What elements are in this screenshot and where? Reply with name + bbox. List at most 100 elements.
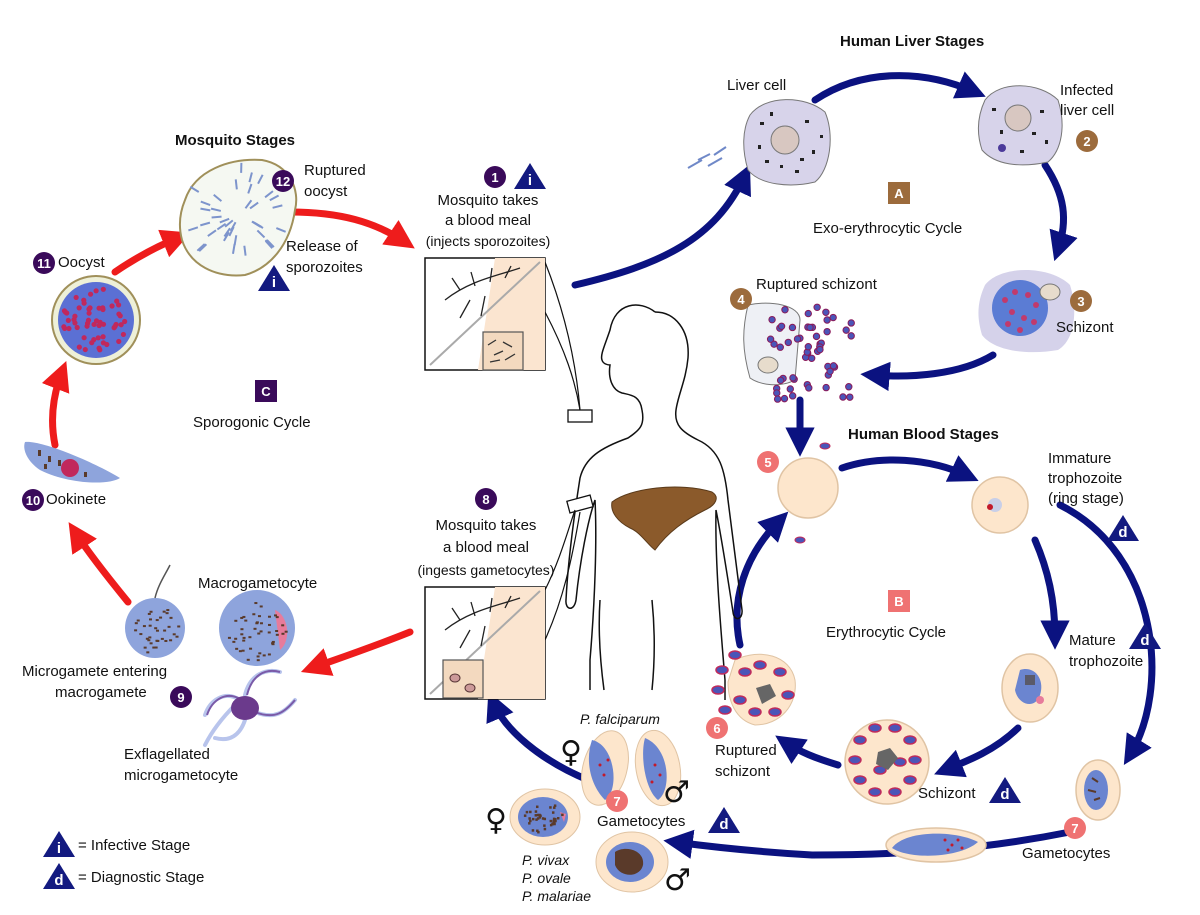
step-3-badge: 3 (1070, 290, 1092, 312)
malariae-label: P. malariae (522, 888, 592, 904)
erythrocytic-schizont (844, 719, 930, 805)
arrow-mosquito-to-liver (571, 164, 751, 289)
vivax-label: P. vivax (522, 852, 570, 868)
mature-trophozoite-line-1: Mature (1069, 632, 1116, 649)
liver-cell-label: Liver cell (727, 77, 787, 94)
step-8-line-3: (ingests gametocytes) (417, 562, 555, 578)
mosquito-inset-1 (424, 257, 546, 371)
oocyst-label: Oocyst (58, 254, 105, 271)
erythrocytic-cycle-label: Erythrocytic Cycle (826, 624, 947, 641)
ring-stage-cell (971, 476, 1029, 534)
diagnostic-marker-mature: d (1128, 622, 1162, 650)
release-sporozoites-line-1: Release of (286, 238, 358, 255)
step-7-badge-right: 7 (1064, 817, 1086, 839)
falciparum-crescent-bottom (885, 827, 987, 863)
arrow-schizont-to-ruptured-schizont (775, 735, 842, 769)
step-1-line-2: a blood meal (445, 212, 531, 229)
exflagellated-microgametocyte (203, 669, 297, 747)
release-sporozoites-line-2: sporozoites (286, 259, 363, 276)
falciparum-gametocytes (581, 729, 682, 807)
step-8-line-1: Mosquito takes (435, 517, 537, 534)
diagnostic-marker-schizont: d (988, 776, 1022, 804)
cycle-c-badge: C (255, 380, 277, 402)
ruptured-oocyst-line-1: Ruptured (304, 162, 366, 179)
liver-stages-title: Human Liver Stages (840, 33, 985, 50)
step-6-badge: 6 (706, 717, 728, 739)
immature-trophozoite-line-3: (ring stage) (1048, 490, 1124, 507)
female-symbol-falciparum: ♀ (560, 735, 582, 770)
legend-diagnostic-text: = Diagnostic Stage (78, 869, 205, 886)
red-blood-cell (777, 457, 839, 519)
microgamete-entering-line-2: macrogamete (55, 684, 147, 701)
connector-lines (544, 261, 581, 641)
ruptured-schizont-line-1: Ruptured (715, 742, 777, 759)
ovale-label: P. ovale (522, 870, 571, 886)
vivax-gametocytes (509, 788, 669, 893)
infected-liver-cell-line-1: Infected (1060, 82, 1114, 99)
infective-marker-sporozoites: i (257, 264, 291, 292)
sporogonic-cycle-label: Sporogonic Cycle (193, 414, 311, 431)
microgamete-entering-line-1: Microgamete entering (22, 663, 168, 680)
liver-organ (611, 486, 717, 551)
mosquito-stages-title: Mosquito Stages (175, 132, 296, 149)
gametocytes-label-center: Gametocytes (597, 813, 686, 830)
exo-erythrocytic-cycle-label: Exo-erythrocytic Cycle (813, 220, 963, 237)
step-5-badge: 5 (757, 451, 779, 473)
ookinete-cell (24, 441, 120, 483)
arrow-infected-to-schizont (1041, 161, 1078, 262)
arrow-gametocytes-to-mosquito (486, 691, 592, 784)
arrow-schizont-to-ruptured (860, 351, 997, 392)
step-8-line-2: a blood meal (443, 539, 529, 556)
mature-trophozoite-cell (1001, 653, 1059, 723)
erythrocytic-schizont-label: Schizont (918, 785, 976, 802)
microgamete-entering-cell (125, 564, 185, 658)
arrow-gamete-to-ookinete (68, 522, 132, 606)
legend-infective-text: = Infective Stage (78, 837, 191, 854)
infective-stage-marker: i (513, 162, 547, 190)
macrogametocyte-label: Macrogametocyte (198, 575, 318, 592)
ookinete-label: Ookinete (46, 491, 107, 508)
arrow-liver-to-infected (811, 71, 986, 104)
ruptured-oocyst-line-2: oocyst (304, 183, 348, 200)
human-cycle-arrows (486, 71, 1156, 859)
legend-diagnostic-marker: d (42, 862, 76, 890)
step-11-badge: 11 (33, 252, 55, 274)
arrow-ring-to-gametocyte (1056, 501, 1156, 766)
gametocyte-cell-right (1075, 759, 1121, 821)
cycle-b-badge: B (888, 590, 910, 612)
arrow-mature-to-schizont (934, 724, 1022, 778)
step-1-badge: 1 (484, 166, 506, 188)
human-silhouette (565, 304, 743, 700)
ruptured-oocyst-cell (178, 158, 298, 277)
skin-patch-markers (566, 409, 594, 514)
step-4-badge: 4 (730, 288, 752, 310)
arrow-oocyst-to-ruptured (111, 229, 191, 276)
ruptured-schizont-line-2: schizont (715, 763, 771, 780)
step-7-badge-center: 7 (606, 790, 628, 812)
liver-schizont (978, 270, 1075, 353)
cycle-a-badge: A (888, 182, 910, 204)
liver-schizont-label: Schizont (1056, 319, 1114, 336)
arrow-ring-to-mature (1031, 536, 1070, 650)
infected-liver-cell (977, 85, 1063, 166)
male-symbol-falciparum: ♂ (663, 775, 690, 810)
step-12-badge: 12 (272, 170, 294, 192)
diagnostic-marker-ring: d (1106, 514, 1140, 542)
mature-trophozoite-line-2: trophozoite (1069, 653, 1144, 670)
infected-liver-cell-line-2: liver cell (1060, 102, 1115, 119)
macrogametocyte-cell (219, 590, 295, 666)
arrow-gametocyte-to-left (663, 828, 1074, 859)
step-9-badge: 9 (170, 686, 192, 708)
immature-trophozoite-line-1: Immature (1048, 450, 1112, 467)
arrow-ingest-to-gametes (300, 628, 414, 676)
step-2-badge: 2 (1076, 130, 1098, 152)
mosquito-cycle-arrows (41, 208, 415, 676)
male-symbol-vivax: ♂ (664, 863, 691, 898)
step-10-badge: 10 (22, 489, 44, 511)
ruptured-liver-schizont-label: Ruptured schizont (756, 276, 877, 293)
arrow-ruptured-to-rbc (733, 511, 789, 649)
liver-cell (743, 99, 831, 186)
gametocytes-label-right: Gametocytes (1022, 845, 1111, 862)
